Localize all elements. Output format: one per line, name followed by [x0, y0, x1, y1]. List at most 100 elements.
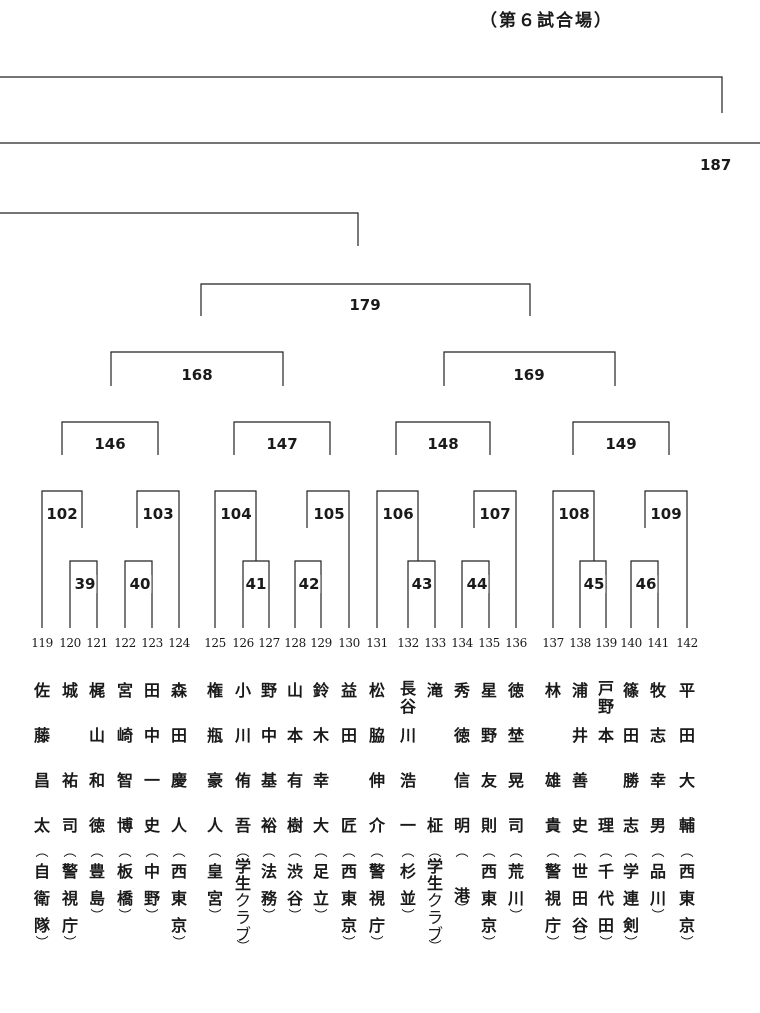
player-number: 122: [114, 636, 136, 650]
match-number-round2: 108: [557, 505, 591, 523]
bracket-line: [407, 560, 436, 628]
player-number: 127: [258, 636, 280, 650]
player-entry: 林雄貴︵警視庁︶: [541, 680, 565, 950]
bracket-line: [579, 560, 607, 628]
player-entry: 権瓶豪人︵皇宮︶: [203, 680, 227, 923]
player-number: 132: [397, 636, 419, 650]
player-entry: 松脇伸介︵警視庁︶: [365, 680, 389, 951]
bracket-line: [395, 421, 491, 455]
bracket-line: [214, 490, 257, 628]
bracket-line: [242, 560, 270, 628]
page-number: 187: [700, 156, 732, 174]
player-name: 滝柾: [426, 681, 443, 835]
player-name: 権瓶豪人: [206, 681, 223, 835]
player-name: 田中一史: [143, 681, 160, 835]
player-entry: 城祐司 ︵警視庁︶: [58, 680, 82, 951]
player-name: 小川侑吾: [234, 681, 251, 835]
player-number: 136: [505, 636, 527, 650]
match-number-quarter: 149: [604, 435, 638, 453]
player-number: 141: [647, 636, 669, 650]
player-entry: 篠田勝志︵学連剣︶: [619, 680, 643, 951]
player-name: 佐藤昌太: [33, 681, 50, 835]
player-name: 野中基裕: [260, 681, 277, 835]
player-name: 山本有樹: [286, 681, 303, 835]
player-number: 126: [232, 636, 254, 650]
match-number-quarter: 147: [265, 435, 299, 453]
player-affiliation: ︵西東京︶: [480, 845, 497, 951]
bracket-line: [0, 212, 359, 246]
player-name: 城祐司: [61, 681, 78, 835]
match-number-semi: 169: [512, 366, 546, 384]
bracket-line: [200, 283, 531, 316]
player-entry: 滝柾 ︵学生クラブ︶: [423, 680, 447, 955]
player-affiliation: ︵世田谷︶: [571, 845, 588, 951]
match-number-quarter: 146: [93, 435, 127, 453]
match-number-round1: 39: [73, 575, 97, 593]
player-number: 131: [366, 636, 388, 650]
player-affiliation: ︵法務︶: [260, 845, 277, 924]
player-name: 浦井善史: [571, 681, 588, 835]
player-name: 秀徳信明: [453, 681, 470, 835]
player-number: 124: [168, 636, 190, 650]
bracket-line: [473, 490, 517, 628]
player-entry: 長谷川浩一︵杉並︶: [396, 680, 420, 924]
player-number: 120: [59, 636, 81, 650]
player-number: 129: [310, 636, 332, 650]
player-number: 123: [141, 636, 163, 650]
player-entry: 益田匠︵西東京︶: [337, 680, 361, 950]
bracket-line: [376, 490, 419, 628]
bracket-line: [136, 490, 180, 628]
bracket-line: [572, 421, 670, 455]
match-number-round2: 106: [381, 505, 415, 523]
player-entry: 徳埜晃司︵荒川︶: [504, 680, 528, 923]
player-affiliation: ︵品川︶: [649, 845, 666, 924]
player-entry: 戸野本理︵千代田︶: [594, 680, 618, 951]
venue-label: （第６試合場）: [480, 11, 613, 31]
player-affiliation: ︵学連剣︶: [622, 845, 639, 951]
match-number-round2: 107: [478, 505, 512, 523]
match-number-round1: 44: [465, 575, 489, 593]
player-entry: 牧志幸男 ︵品川︶: [646, 680, 670, 924]
bracket-line: [233, 421, 331, 455]
bracket-line: [69, 560, 98, 628]
match-number-round2: 105: [312, 505, 346, 523]
player-name: 梶山和徳: [88, 681, 105, 835]
player-number: 128: [284, 636, 306, 650]
match-number-round1: 46: [634, 575, 658, 593]
player-name: 平田大輔: [678, 681, 695, 835]
player-affiliation: ︵西東京︶: [170, 845, 187, 951]
match-number-round1: 43: [410, 575, 434, 593]
match-number-round1: 40: [128, 575, 152, 593]
player-entry: 森田慶人︵西東京︶: [167, 680, 191, 951]
bracket-line: [110, 351, 284, 386]
player-number: 134: [451, 636, 473, 650]
player-number: 137: [542, 636, 564, 650]
player-affiliation: ︵渋谷︶: [286, 845, 303, 924]
player-number: 138: [569, 636, 591, 650]
player-number: 125: [204, 636, 226, 650]
bracket-line: [61, 421, 159, 455]
match-number-round2: 103: [141, 505, 175, 523]
match-number-round1: 42: [297, 575, 321, 593]
player-affiliation: ︵板橋︶: [116, 845, 133, 924]
player-entry: 佐藤昌太︵自衛隊︶: [30, 680, 54, 950]
match-number-round2: 102: [45, 505, 79, 523]
match-number-round1: 45: [582, 575, 606, 593]
player-affiliation: ︵千代田︶: [597, 845, 614, 951]
player-entry: 梶山和徳︵豊島︶: [85, 680, 109, 923]
player-entry: 小川侑吾 ︵学生クラブ︶: [231, 680, 255, 955]
player-affiliation: ︵西東京︶: [678, 845, 695, 951]
match-number-round2: 104: [219, 505, 253, 523]
player-name: 牧志幸男: [649, 681, 666, 835]
match-number-quarter: 148: [426, 435, 460, 453]
player-affiliation: ︵警視庁︶: [368, 845, 385, 951]
player-name: 宮崎智博: [116, 681, 133, 835]
player-affiliation: ︵ 港︶: [453, 845, 470, 917]
player-affiliation: ︵警視庁︶: [61, 845, 78, 951]
player-entry: 平田大輔 ︵西東京︶: [675, 680, 699, 951]
player-affiliation: ︵学生クラブ︶: [234, 845, 251, 955]
player-entry: 浦井善史 ︵世田谷︶: [568, 680, 592, 951]
player-affiliation: ︵学生クラブ︶: [426, 845, 443, 955]
bracket-line: [552, 490, 595, 628]
